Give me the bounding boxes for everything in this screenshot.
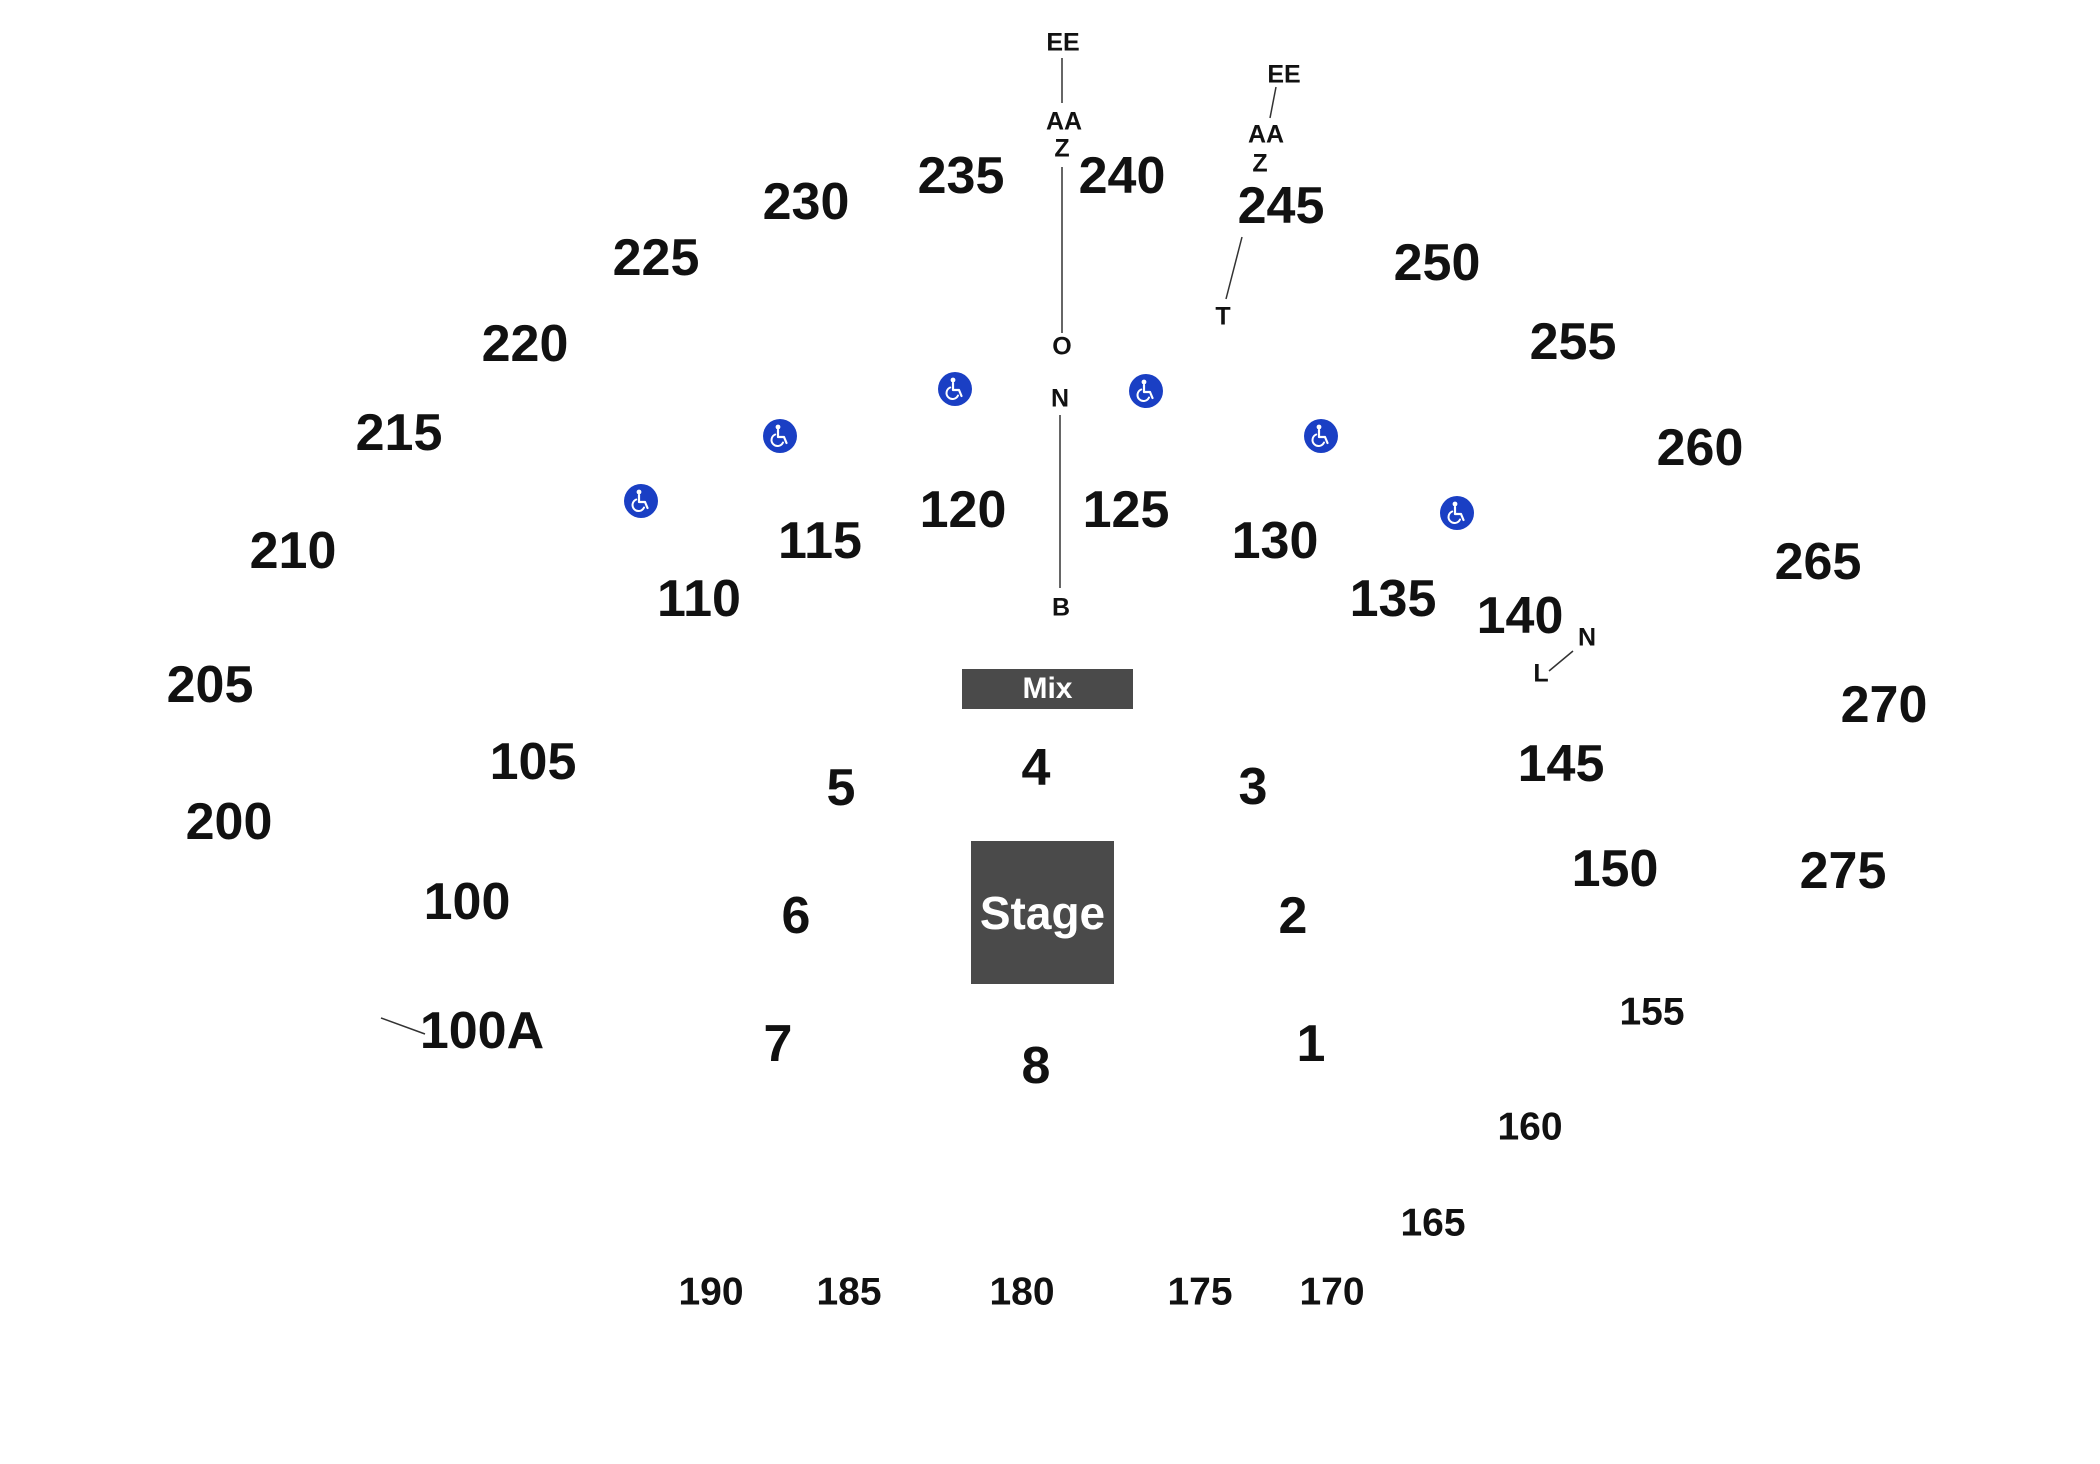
floor-section-5[interactable]: 5 xyxy=(826,759,856,817)
mix-position: Mix xyxy=(962,669,1133,709)
wheelchair-icon xyxy=(763,419,797,453)
section-175[interactable]: 175 xyxy=(1167,1270,1233,1314)
wheelchair-icon xyxy=(1129,374,1163,408)
section-205[interactable]: 205 xyxy=(166,656,254,714)
section-170[interactable]: 170 xyxy=(1299,1270,1365,1314)
wheelchair-icon xyxy=(1304,419,1338,453)
row-marker-140-n: N xyxy=(1577,623,1597,652)
floor-section-4[interactable]: 4 xyxy=(1021,739,1051,797)
row-marker-z: Z xyxy=(1054,134,1070,163)
row-marker-ee: EE xyxy=(1046,28,1080,57)
section-210[interactable]: 210 xyxy=(249,522,337,580)
section-165[interactable]: 165 xyxy=(1400,1201,1466,1245)
floor-section-6[interactable]: 6 xyxy=(781,887,811,945)
section-155[interactable]: 155 xyxy=(1619,990,1685,1034)
row-marker-245-t: T xyxy=(1215,302,1231,331)
section-190[interactable]: 190 xyxy=(678,1270,744,1314)
section-245-line-low xyxy=(1225,236,1243,300)
section-100a[interactable]: 100A xyxy=(419,1002,545,1060)
section-100[interactable]: 100 xyxy=(423,873,511,931)
section-260[interactable]: 260 xyxy=(1656,419,1744,477)
floor-section-7[interactable]: 7 xyxy=(763,1015,793,1073)
row-marker-245-z: Z xyxy=(1252,149,1268,178)
wheelchair-icon xyxy=(624,484,658,518)
row-marker-140-l: L xyxy=(1533,659,1549,688)
section-135[interactable]: 135 xyxy=(1349,570,1437,628)
wheelchair-icon xyxy=(938,372,972,406)
section-105[interactable]: 105 xyxy=(489,733,577,791)
section-110[interactable]: 110 xyxy=(657,570,741,628)
section-150[interactable]: 150 xyxy=(1571,840,1659,898)
section-120[interactable]: 120 xyxy=(919,481,1007,539)
section-100a-line xyxy=(380,1017,426,1035)
row-marker-245-ee: EE xyxy=(1267,60,1301,89)
section-230[interactable]: 230 xyxy=(762,173,850,231)
row-marker-245-aa: AA xyxy=(1247,120,1285,149)
stage: Stage xyxy=(971,841,1114,984)
section-130[interactable]: 130 xyxy=(1231,512,1319,570)
floor-section-8[interactable]: 8 xyxy=(1021,1037,1051,1095)
section-180[interactable]: 180 xyxy=(989,1270,1055,1314)
section-160[interactable]: 160 xyxy=(1497,1105,1563,1149)
section-215[interactable]: 215 xyxy=(355,404,443,462)
section-275[interactable]: 275 xyxy=(1799,842,1887,900)
section-200[interactable]: 200 xyxy=(185,793,273,851)
section-265[interactable]: 265 xyxy=(1774,533,1862,591)
section-140-line xyxy=(1548,650,1574,672)
section-270[interactable]: 270 xyxy=(1840,676,1928,734)
row-marker-aa: AA xyxy=(1045,107,1083,136)
section-235[interactable]: 235 xyxy=(917,147,1005,205)
section-140[interactable]: 140 xyxy=(1476,587,1564,645)
section-250[interactable]: 250 xyxy=(1393,234,1481,292)
section-145[interactable]: 145 xyxy=(1517,735,1605,793)
section-115[interactable]: 115 xyxy=(778,512,862,570)
row-marker-b: B xyxy=(1051,593,1071,622)
section-185[interactable]: 185 xyxy=(816,1270,882,1314)
section-125[interactable]: 125 xyxy=(1082,481,1170,539)
row-marker-n: N xyxy=(1050,384,1070,413)
section-255[interactable]: 255 xyxy=(1529,313,1617,371)
section-240[interactable]: 240 xyxy=(1078,147,1166,205)
floor-section-2[interactable]: 2 xyxy=(1278,887,1308,945)
wheelchair-icon xyxy=(1440,496,1474,530)
section-220[interactable]: 220 xyxy=(481,315,569,373)
floor-section-3[interactable]: 3 xyxy=(1238,758,1268,816)
section-245[interactable]: 245 xyxy=(1237,177,1325,235)
row-marker-o: O xyxy=(1052,332,1072,361)
section-245-line-top xyxy=(1269,86,1277,119)
section-225[interactable]: 225 xyxy=(612,229,700,287)
floor-section-1[interactable]: 1 xyxy=(1296,1015,1326,1073)
